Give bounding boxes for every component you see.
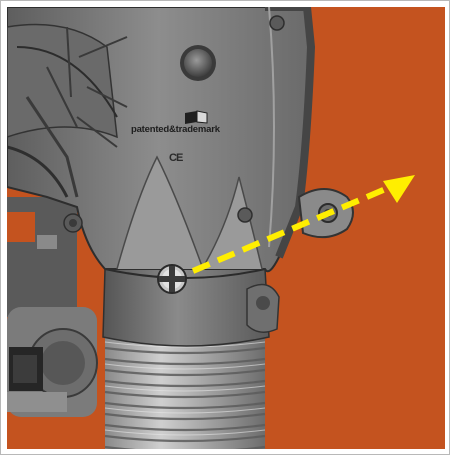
3d-model-scene <box>7 7 415 449</box>
ce-mark-text: CE <box>169 152 183 164</box>
dashed-direction-arrow-icon <box>191 175 415 274</box>
3d-viewport[interactable]: patented&trademark CE <box>7 7 445 449</box>
left-boss <box>63 15 285 233</box>
housing-button <box>180 45 216 81</box>
corrugated-hose <box>104 327 266 449</box>
lower-boss <box>246 283 280 333</box>
embossed-logo-icon <box>185 110 208 124</box>
embossed-trademark-text: patented&trademark <box>131 124 220 135</box>
screw-icon <box>157 264 187 294</box>
